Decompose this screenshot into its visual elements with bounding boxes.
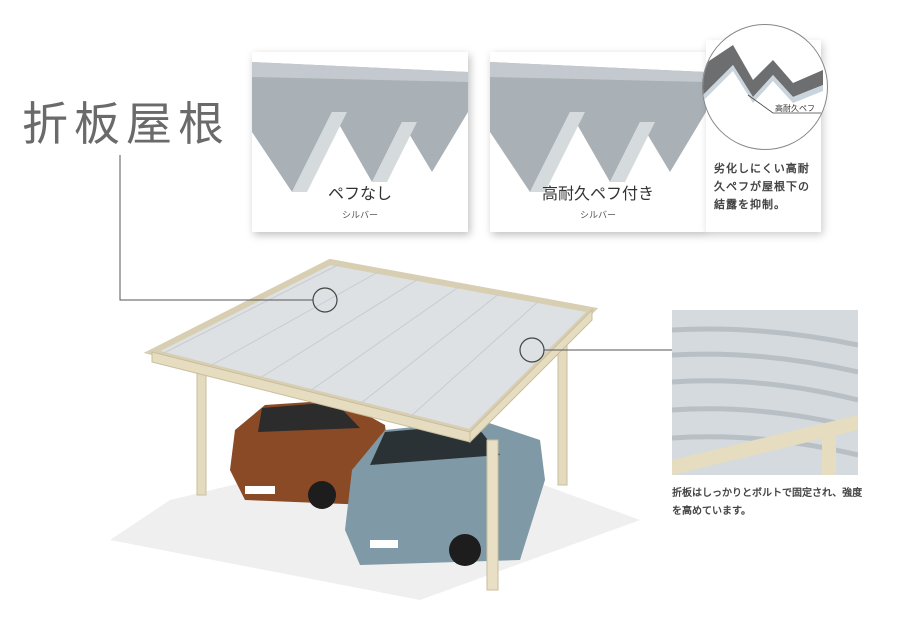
page-title: 折板屋根 bbox=[22, 97, 230, 151]
post bbox=[196, 354, 207, 496]
post bbox=[486, 439, 499, 591]
panel-label: 高耐久ペフ付き bbox=[541, 184, 654, 203]
panel-color: シルバー bbox=[579, 211, 616, 221]
callout-circle bbox=[519, 337, 545, 363]
panel-color: シルバー bbox=[341, 211, 378, 221]
corrugated-sheet-image bbox=[490, 62, 706, 192]
bolt-detail-photo bbox=[672, 310, 858, 475]
post bbox=[557, 334, 568, 486]
corrugated-sheet-image bbox=[252, 62, 468, 192]
pef-description: 劣化しにくい高耐久ペフが屋根下の結露を抑制。 bbox=[714, 162, 810, 211]
panel-label: ペフなし bbox=[327, 184, 392, 203]
panel-pef: 高耐久ペフ付き シルバー bbox=[490, 52, 706, 232]
panel-no-pef: ペフなし シルバー bbox=[252, 52, 468, 232]
bolt-caption: 折板はしっかりとボルトで固定され、強度を高めています。 bbox=[672, 488, 863, 517]
callout-label: 高耐久ペフ bbox=[775, 104, 815, 113]
car-orange bbox=[230, 400, 390, 509]
pef-closeup-circle: 高耐久ペフ bbox=[702, 24, 828, 150]
callout-circle bbox=[312, 287, 338, 313]
